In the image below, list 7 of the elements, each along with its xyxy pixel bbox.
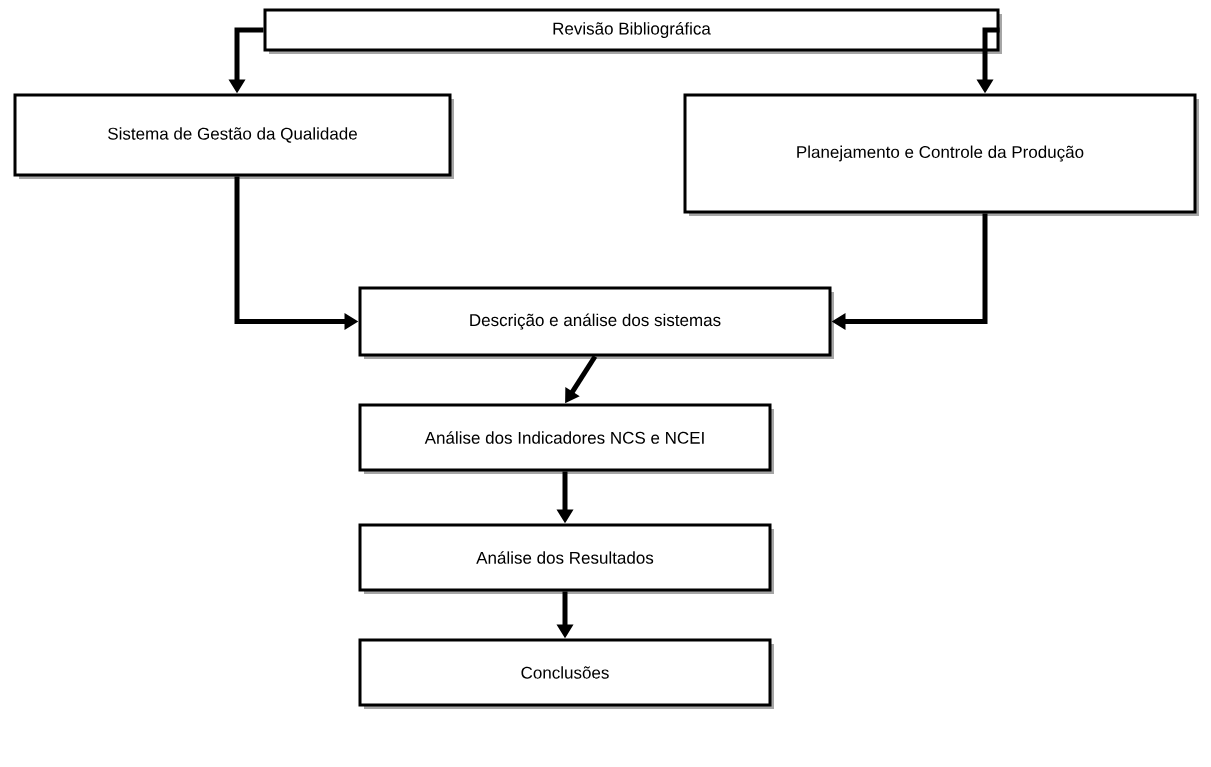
process-box: Sistema de Gestão da Qualidade — [13, 93, 452, 177]
process-box: Análise dos Resultados — [358, 523, 772, 592]
process-box: Planejamento e Controle da Produção — [683, 93, 1197, 214]
process-box: Análise dos Indicadores NCS e NCEI — [358, 403, 772, 472]
process-box: Conclusões — [358, 638, 772, 707]
process-box: Revisão Bibliográfica — [263, 8, 1000, 52]
process-box: Descrição e análise dos sistemas — [358, 286, 832, 357]
